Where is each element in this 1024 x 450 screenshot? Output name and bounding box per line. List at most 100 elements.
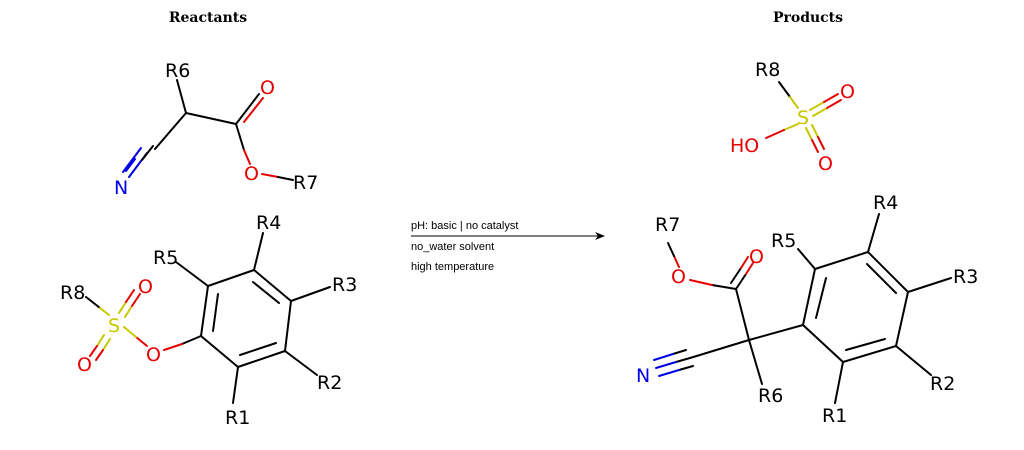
bond bbox=[907, 277, 952, 293]
bond bbox=[181, 335, 202, 345]
bond bbox=[812, 107, 828, 117]
bond bbox=[895, 291, 909, 347]
bond bbox=[655, 361, 677, 369]
bond bbox=[811, 139, 819, 153]
bond bbox=[673, 255, 680, 268]
sulfonyl-oxygen-top-label: O bbox=[138, 276, 153, 298]
bond bbox=[243, 149, 251, 165]
ester-oxygen-label: O bbox=[244, 163, 259, 185]
reactants-header: Reactants bbox=[169, 10, 247, 26]
bond bbox=[811, 124, 819, 138]
bond bbox=[672, 349, 687, 355]
carbonyl-oxygen-label: O bbox=[749, 246, 764, 268]
bond bbox=[895, 345, 932, 376]
bond bbox=[237, 350, 286, 368]
bond bbox=[163, 343, 183, 351]
r6-label: R6 bbox=[758, 385, 783, 407]
bond bbox=[658, 369, 680, 377]
bond bbox=[284, 300, 292, 352]
r4-label: R4 bbox=[873, 192, 898, 214]
r7-label: R7 bbox=[655, 214, 680, 236]
r6-label: R6 bbox=[165, 60, 190, 82]
bond bbox=[185, 112, 237, 125]
reaction-arrow: pH: basic | no catalyst no_water solvent… bbox=[411, 220, 605, 273]
ester-oxygen-label: O bbox=[671, 266, 686, 288]
bond bbox=[212, 293, 219, 332]
bond bbox=[842, 345, 897, 363]
bond bbox=[730, 267, 742, 284]
bond bbox=[815, 277, 827, 319]
bond bbox=[284, 350, 318, 376]
r8-label: R8 bbox=[755, 59, 780, 81]
bond bbox=[823, 93, 839, 103]
bond bbox=[740, 256, 749, 269]
bond bbox=[89, 345, 98, 357]
bond bbox=[789, 96, 799, 109]
bond bbox=[653, 353, 674, 361]
bond bbox=[735, 273, 747, 290]
r3-label: R3 bbox=[953, 266, 978, 288]
bond bbox=[711, 284, 737, 290]
bond bbox=[866, 263, 897, 294]
bond bbox=[118, 301, 127, 314]
bond bbox=[748, 339, 763, 385]
bond bbox=[200, 335, 239, 368]
sulfonyl-oxygen-right-label: O bbox=[840, 81, 855, 103]
bond bbox=[85, 296, 101, 309]
r4-label: R4 bbox=[256, 212, 281, 234]
product-arylated-cyanoester: R4 R7 R5 O O R3 N R6 R2 R1 bbox=[636, 192, 978, 427]
bond bbox=[131, 293, 141, 307]
r7-label: R7 bbox=[293, 172, 318, 194]
bond bbox=[765, 129, 785, 139]
bond bbox=[290, 286, 331, 302]
bond bbox=[124, 305, 133, 318]
bond bbox=[845, 338, 886, 351]
bond bbox=[809, 101, 825, 111]
sulfonyl-oxygen-bottom-label: O bbox=[818, 153, 833, 175]
bond bbox=[154, 112, 187, 150]
bond bbox=[253, 269, 292, 302]
r1-label: R1 bbox=[225, 407, 250, 429]
condition-ph-catalyst: pH: basic | no catalyst bbox=[411, 220, 518, 232]
bond bbox=[253, 232, 264, 271]
bond bbox=[748, 324, 804, 341]
bond bbox=[175, 261, 209, 287]
bond bbox=[122, 147, 142, 173]
bond bbox=[176, 79, 187, 114]
bond bbox=[745, 262, 754, 275]
bond bbox=[689, 339, 750, 359]
bond bbox=[95, 349, 104, 361]
bond bbox=[125, 158, 136, 172]
bond bbox=[797, 248, 816, 270]
bond bbox=[243, 97, 264, 123]
bond bbox=[207, 269, 255, 287]
r1-label: R1 bbox=[822, 405, 847, 427]
bond bbox=[802, 268, 816, 326]
sulfonyl-oxygen-bottom-label: O bbox=[77, 354, 92, 376]
bond bbox=[141, 145, 154, 161]
bond bbox=[867, 213, 880, 253]
bond bbox=[735, 288, 750, 341]
bond bbox=[689, 279, 713, 286]
bond bbox=[783, 123, 799, 131]
condition-temperature: high temperature bbox=[411, 261, 494, 273]
bond bbox=[834, 361, 844, 404]
bond bbox=[123, 326, 137, 338]
bond bbox=[135, 336, 148, 347]
r5-label: R5 bbox=[771, 230, 796, 252]
bond bbox=[235, 93, 260, 125]
bond bbox=[125, 289, 135, 303]
bond bbox=[826, 99, 842, 109]
bridge-oxygen-label: O bbox=[146, 344, 161, 366]
bond bbox=[235, 123, 245, 151]
nitrile-nitrogen-label: N bbox=[636, 365, 650, 387]
product-sulfonic-acid: R8 O S HO O bbox=[730, 59, 855, 175]
sulfur-label: S bbox=[108, 315, 120, 337]
carbonyl-oxygen-label: O bbox=[260, 77, 275, 99]
bond bbox=[667, 242, 675, 257]
bond bbox=[261, 173, 279, 178]
bond bbox=[252, 281, 280, 304]
products-header: Products bbox=[773, 10, 843, 26]
nitrile-nitrogen-label: N bbox=[114, 177, 128, 199]
